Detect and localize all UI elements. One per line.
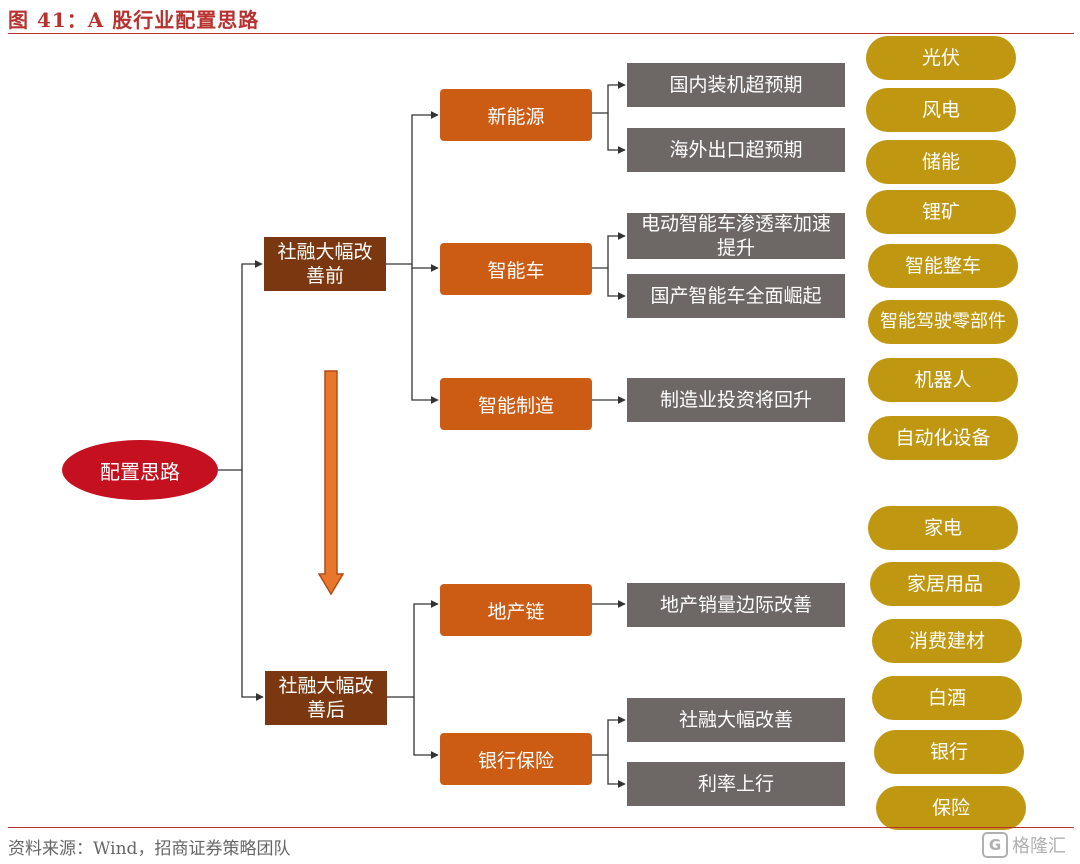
industry-pill: 白酒: [872, 676, 1022, 720]
sector-new-energy: 新能源: [440, 89, 592, 141]
industry-pill: 锂矿: [866, 190, 1016, 234]
industry-pill: 光伏: [866, 36, 1016, 80]
sector-bank-insurance: 银行保险: [440, 733, 592, 785]
driver-rates-up: 利率上行: [627, 762, 845, 806]
sector-smart-manufacturing: 智能制造: [440, 378, 592, 430]
transition-arrow-icon: [318, 370, 344, 596]
root-node: 配置思路: [62, 440, 218, 500]
driver-manufacturing-investment: 制造业投资将回升: [627, 378, 845, 422]
sector-smart-vehicle: 智能车: [440, 243, 592, 295]
driver-property-sales: 地产销量边际改善: [627, 583, 845, 627]
industry-pill: 家居用品: [870, 562, 1020, 606]
industry-pill: 保险: [876, 786, 1026, 830]
watermark: G 格隆汇: [982, 832, 1066, 858]
industry-pill: 风电: [866, 88, 1016, 132]
industry-pill: 智能驾驶零部件: [868, 300, 1018, 344]
title-rule: [8, 33, 1074, 34]
industry-pill: 家电: [868, 506, 1018, 550]
sector-real-estate-chain: 地产链: [440, 584, 592, 636]
industry-pill: 储能: [866, 140, 1016, 184]
watermark-logo-icon: G: [982, 832, 1008, 858]
footer-rule: [8, 827, 1074, 828]
driver-overseas-exports: 海外出口超预期: [627, 128, 845, 172]
driver-domestic-smart-vehicle-rise: 国产智能车全面崛起: [627, 274, 845, 318]
stage-after-credit-improvement: 社融大幅改善后: [265, 671, 387, 725]
driver-ev-penetration: 电动智能车渗透率加速提升: [627, 213, 845, 259]
industry-pill: 自动化设备: [868, 416, 1018, 460]
figure-title: 图 41：A 股行业配置思路: [8, 8, 260, 32]
stage-before-credit-improvement: 社融大幅改善前: [264, 237, 386, 291]
industry-pill: 银行: [874, 730, 1024, 774]
industry-pill: 智能整车: [868, 244, 1018, 288]
source-note: 资料来源：Wind，招商证券策略团队: [8, 839, 291, 859]
driver-credit-improvement: 社融大幅改善: [627, 698, 845, 742]
industry-pill: 机器人: [868, 358, 1018, 402]
driver-domestic-installations: 国内装机超预期: [627, 63, 845, 107]
industry-pill: 消费建材: [872, 619, 1022, 663]
watermark-text: 格隆汇: [1012, 836, 1066, 857]
